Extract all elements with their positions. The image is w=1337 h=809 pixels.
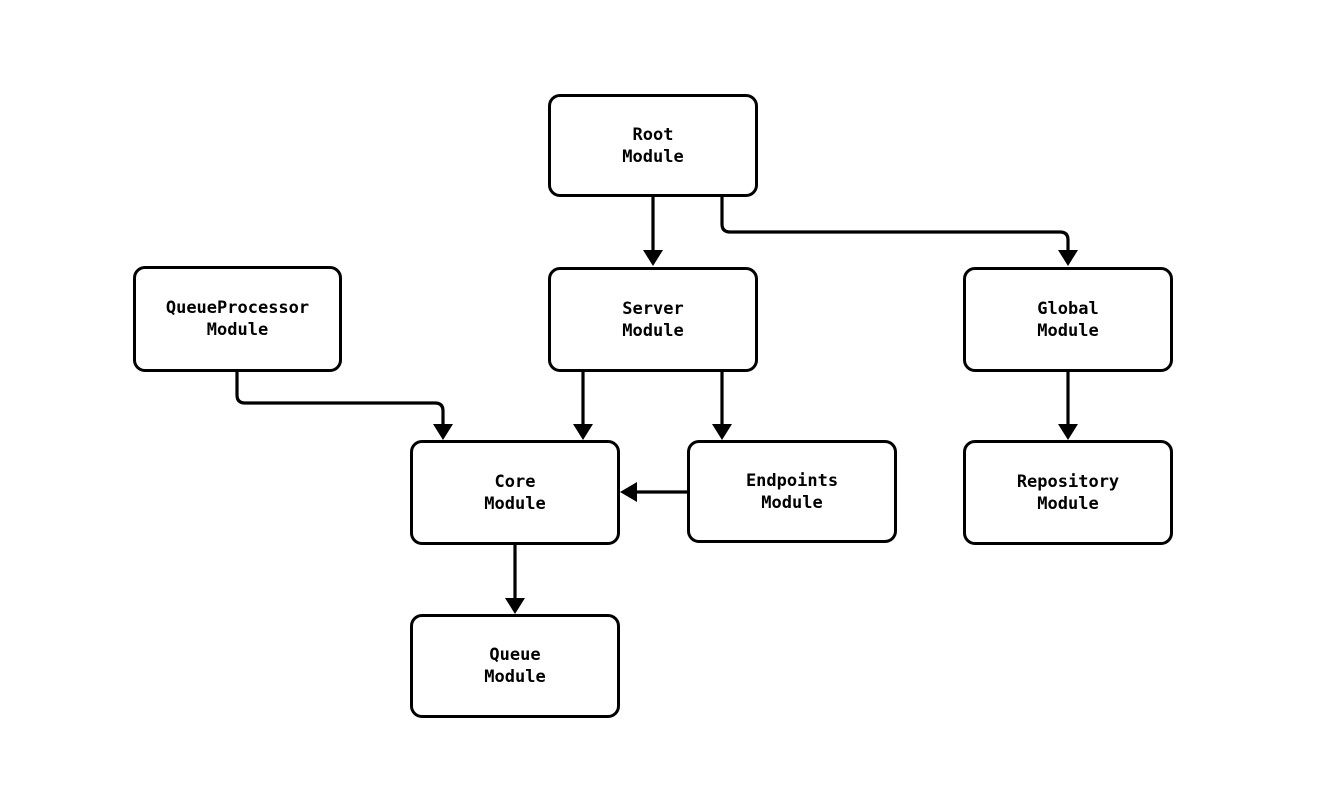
node-server-module[interactable]: Server Module <box>548 267 758 372</box>
node-repository-module-label: Repository Module <box>1016 471 1120 514</box>
node-core-module[interactable]: Core Module <box>410 440 620 545</box>
node-core-module-label: Core Module <box>484 471 546 514</box>
node-repository-module[interactable]: Repository Module <box>963 440 1173 545</box>
node-queueprocessor-module-label: QueueProcessor Module <box>165 298 310 340</box>
edge-core-to-queue <box>505 545 525 614</box>
node-endpoints-module-label: Endpoints Module <box>745 470 839 513</box>
node-global-module-label: Global Module <box>1037 298 1099 341</box>
node-queueprocessor-module[interactable]: QueueProcessor Module <box>133 266 342 372</box>
node-queue-module-label: Queue Module <box>484 645 546 687</box>
edge-root-to-global <box>720 197 1078 266</box>
edge-endpoints-to-core <box>620 482 687 502</box>
node-server-module-label: Server Module <box>622 298 684 341</box>
edge-root-to-server <box>643 197 663 266</box>
node-root-module[interactable]: Root Module <box>548 94 758 197</box>
edge-server-to-endpoints <box>712 372 732 440</box>
node-queue-module[interactable]: Queue Module <box>410 614 620 718</box>
edge-server-to-core <box>573 372 593 440</box>
node-root-module-label: Root Module <box>622 124 684 167</box>
node-endpoints-module[interactable]: Endpoints Module <box>687 440 897 543</box>
node-global-module[interactable]: Global Module <box>963 267 1173 372</box>
edge-queueprocessor-to-core <box>235 372 453 440</box>
edge-global-to-repository <box>1058 372 1078 440</box>
